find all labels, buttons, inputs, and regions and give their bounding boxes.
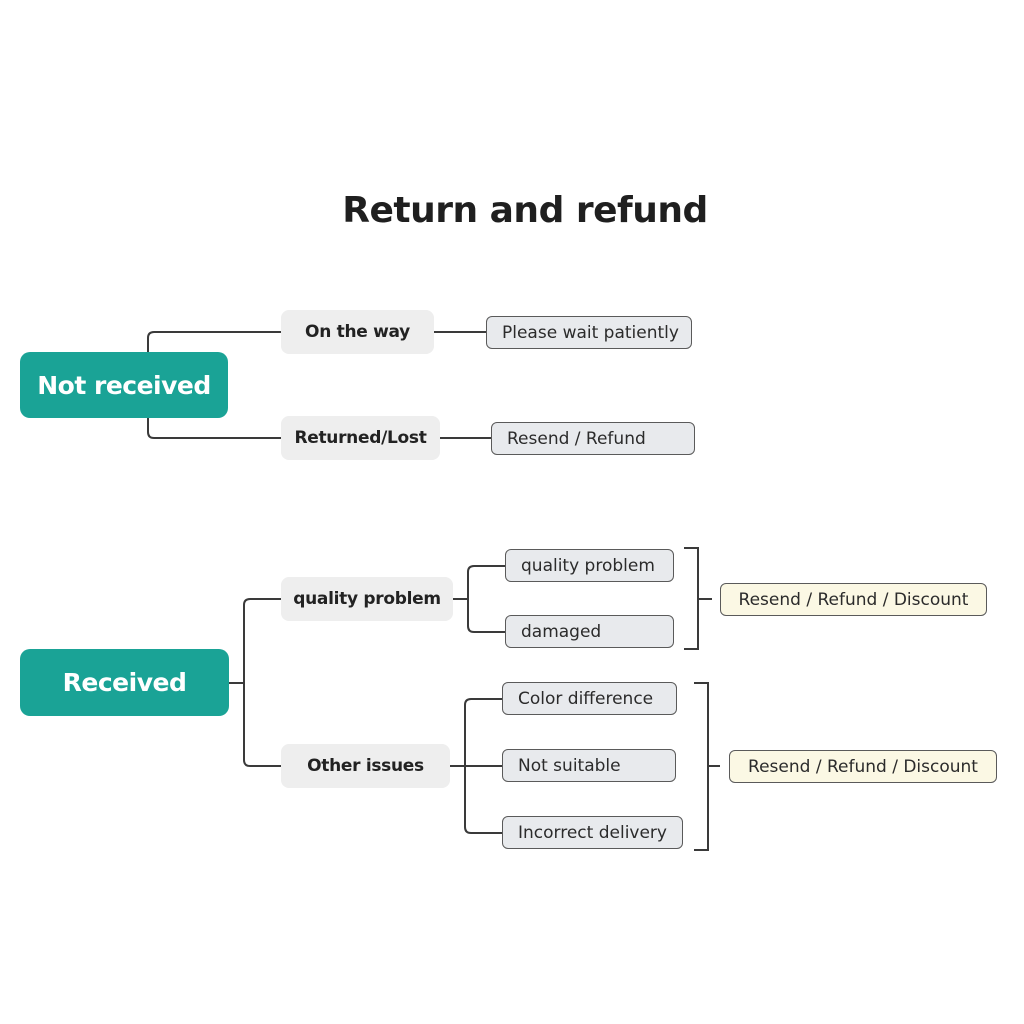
node-quality-problem: quality problem xyxy=(281,577,453,621)
outcome-other-label: Resend / Refund / Discount xyxy=(748,756,978,777)
node-resend-refund-label: Resend / Refund xyxy=(507,428,646,449)
leaf-quality-problem: quality problem xyxy=(505,549,674,582)
node-other-issues: Other issues xyxy=(281,744,450,788)
outcome-quality: Resend / Refund / Discount xyxy=(720,583,987,616)
node-please-wait: Please wait patiently xyxy=(486,316,692,349)
leaf-damaged-label: damaged xyxy=(521,621,602,642)
outcome-quality-label: Resend / Refund / Discount xyxy=(738,589,969,610)
bracket-quality xyxy=(684,547,699,650)
connector-not-received-on-the-way xyxy=(147,331,281,352)
leaf-not-suitable: Not suitable xyxy=(502,749,676,782)
node-other-issues-label: Other issues xyxy=(307,756,424,776)
leaf-damaged: damaged xyxy=(505,615,674,648)
connector-not-received-returned xyxy=(147,418,281,439)
node-on-the-way: On the way xyxy=(281,310,434,354)
connector-quality-leaf-2 xyxy=(467,599,505,633)
leaf-incorrect-delivery-label: Incorrect delivery xyxy=(518,822,667,843)
connector-other-leaf-3 xyxy=(464,766,502,834)
node-not-received-label: Not received xyxy=(37,370,211,400)
node-quality-problem-label: quality problem xyxy=(293,589,441,609)
page-title: Return and refund xyxy=(342,190,708,231)
leaf-color-difference: Color difference xyxy=(502,682,677,715)
connector-received-other xyxy=(243,683,281,767)
node-returned-lost: Returned/Lost xyxy=(281,416,440,460)
node-received: Received xyxy=(20,649,229,716)
node-resend-refund: Resend / Refund xyxy=(491,422,695,455)
leaf-quality-problem-label: quality problem xyxy=(521,555,655,576)
bracket-other xyxy=(694,682,709,851)
connector-other-leaf-1 xyxy=(464,698,502,766)
node-received-label: Received xyxy=(62,668,187,697)
leaf-not-suitable-label: Not suitable xyxy=(518,755,621,776)
connector-received-quality xyxy=(243,598,281,683)
connector-quality-leaf-1 xyxy=(467,565,505,599)
leaf-incorrect-delivery: Incorrect delivery xyxy=(502,816,683,849)
node-returned-lost-label: Returned/Lost xyxy=(294,428,427,448)
node-on-the-way-label: On the way xyxy=(305,322,410,342)
node-please-wait-label: Please wait patiently xyxy=(502,322,679,343)
node-not-received: Not received xyxy=(20,352,228,418)
leaf-color-difference-label: Color difference xyxy=(518,688,654,709)
outcome-other: Resend / Refund / Discount xyxy=(729,750,997,783)
